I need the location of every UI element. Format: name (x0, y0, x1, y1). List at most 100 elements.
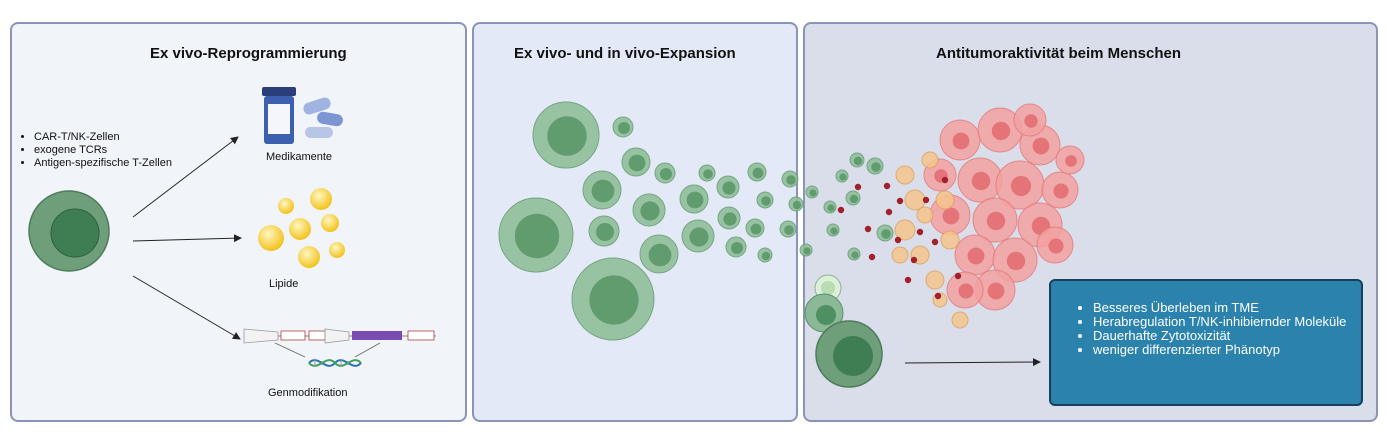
tumor-nucleus (971, 171, 991, 191)
cell-nucleus (881, 229, 891, 239)
cytotoxic-granules (837, 176, 962, 300)
lipid-droplets-icon (258, 188, 345, 268)
list-item: Herabregulation T/NK-inhibiernder Molekü… (1093, 315, 1351, 329)
cell-nucleus (761, 196, 771, 206)
granule (941, 176, 949, 184)
granule (916, 228, 924, 236)
list-item: weniger differenzierter Phänotyp (1093, 343, 1351, 357)
stroma-cell (940, 230, 960, 250)
cell-nucleus (514, 213, 560, 259)
antitumor-title: Antitumoraktivität beim Menschen (936, 45, 1182, 62)
stroma-cell (891, 246, 909, 264)
gene-modification-label: Genmodifikation (268, 387, 348, 399)
cell-nucleus (648, 243, 672, 267)
effector-cell (804, 274, 883, 388)
cell-nucleus (628, 154, 646, 172)
tumor-nucleus (1048, 238, 1064, 254)
cell-type-list: CAR-T/NK-Zellen exogene TCRs Antigen-spe… (20, 131, 172, 170)
granule (896, 197, 904, 205)
cell-nucleus (686, 191, 704, 209)
stroma-cell (895, 165, 915, 185)
cell-nucleus (851, 251, 859, 259)
stroma-cell (921, 151, 939, 169)
arrow-to-outcomes (904, 358, 1041, 367)
drug-bottle-icon (262, 87, 296, 144)
granule (864, 225, 872, 233)
arrow-to-drugs (132, 136, 239, 218)
stroma-cell (904, 189, 926, 211)
capsule-icon (303, 97, 343, 138)
cell-nucleus (750, 223, 762, 235)
granule (854, 183, 862, 191)
list-item: Besseres Überleben im TME (1093, 301, 1351, 315)
tumor-nucleus (1053, 183, 1069, 199)
stroma-cell (894, 219, 916, 241)
granule (922, 196, 930, 204)
cell-nucleus (618, 122, 630, 134)
cell-nucleus (689, 227, 709, 247)
arrow-to-gene (132, 275, 241, 340)
cell-nucleus (752, 167, 764, 179)
granule (904, 276, 912, 284)
cell-nucleus (722, 181, 736, 195)
tumor-nucleus (1065, 155, 1077, 167)
cell-nucleus (853, 156, 863, 166)
cell-nucleus (731, 242, 743, 254)
tumor-nucleus (1006, 251, 1026, 271)
tumor-nucleus (942, 207, 960, 225)
granule (894, 236, 902, 244)
stroma-cell (916, 206, 934, 224)
stroma-cell (951, 311, 969, 329)
cell-nucleus (640, 201, 660, 221)
granule (885, 208, 893, 216)
cell-nucleus (803, 247, 811, 255)
source-cell (28, 190, 110, 272)
cell-nucleus (547, 116, 587, 156)
tumor-nucleus (991, 121, 1011, 141)
expanding-cells (498, 101, 894, 341)
outcomes-list: Besseres Überleben im TME Herabregulatio… (1051, 281, 1361, 357)
cell-nucleus (723, 212, 737, 226)
tumor-nucleus (987, 282, 1005, 300)
cell-nucleus (591, 179, 615, 203)
granule (837, 206, 845, 214)
cell-nucleus (761, 251, 771, 261)
granule (954, 272, 962, 280)
stroma-cell (925, 270, 945, 290)
dna-helix-icon (308, 359, 362, 367)
list-item: exogene TCRs (34, 144, 172, 157)
granule (931, 238, 939, 246)
tumor-nucleus (986, 211, 1006, 231)
cell-nucleus (792, 200, 802, 210)
arrow-to-lipids (132, 234, 242, 243)
tumor-nucleus (1032, 137, 1050, 155)
drugs-label: Medikamente (266, 151, 333, 163)
cell-nucleus (809, 189, 817, 197)
cell-nucleus (589, 275, 639, 325)
list-item: CAR-T/NK-Zellen (34, 131, 172, 144)
tumor-nucleus (967, 247, 985, 265)
outcomes-box: Besseres Überleben im TME Herabregulatio… (1049, 279, 1363, 406)
tumor-nucleus (958, 283, 974, 299)
list-item: Antigen-spezifische T-Zellen (34, 157, 172, 170)
stroma-cell (935, 190, 955, 210)
cell-nucleus (786, 175, 796, 185)
cell-nucleus (703, 169, 713, 179)
lipids-label: Lipide (269, 278, 299, 290)
cell-nucleus (839, 173, 847, 181)
tumor-nucleus (1010, 175, 1032, 197)
cell-nucleus (784, 225, 794, 235)
cell-nucleus (830, 227, 838, 235)
cell-nucleus (827, 204, 835, 212)
cell-nucleus (596, 223, 614, 241)
expansion-title: Ex vivo- und in vivo-Expansion (514, 45, 736, 62)
tumor-mass (891, 103, 1085, 329)
cell-nucleus (660, 168, 672, 180)
granule (868, 253, 876, 261)
granule (910, 256, 918, 264)
granule (934, 292, 942, 300)
tumor-nucleus (1024, 114, 1038, 128)
cell-nucleus (849, 194, 859, 204)
gene-construct-icon (243, 328, 436, 344)
